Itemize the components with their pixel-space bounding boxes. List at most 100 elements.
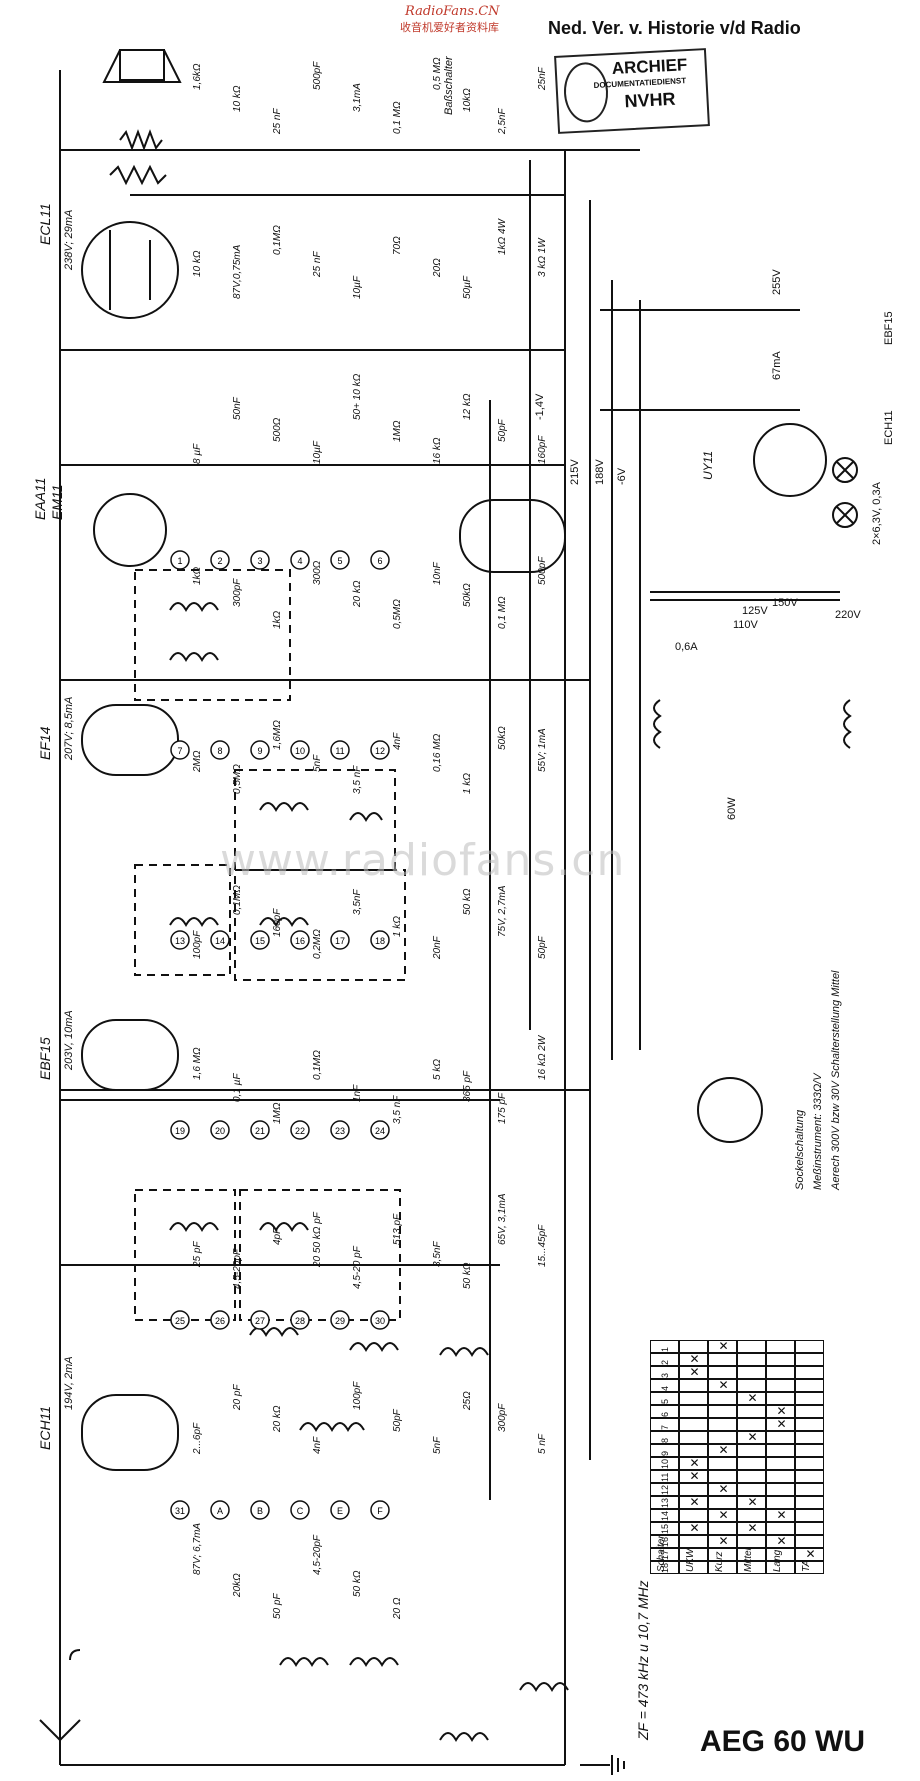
switch-table-cell <box>766 1496 795 1509</box>
tube-label-ecl11: ECL11 <box>37 203 53 245</box>
switch-table-mark: ✕ <box>747 1521 758 1535</box>
switch-table-mark: ✕ <box>718 1443 729 1457</box>
svg-text:30: 30 <box>375 1316 385 1326</box>
component-label: 20 50 kΩ pF <box>312 1211 323 1268</box>
switch-table-cell <box>795 1561 824 1574</box>
circled-ref: 5 <box>330 550 350 570</box>
switch-table-cell: 17 <box>650 1548 679 1561</box>
circled-ref: 4 <box>290 550 310 570</box>
component-label: 20 kΩ <box>352 580 363 608</box>
switch-table-cell <box>737 1457 766 1470</box>
svg-text:23: 23 <box>335 1126 345 1136</box>
circled-ref: E <box>330 1500 350 1520</box>
switch-table-col-label: 12 <box>660 1484 670 1495</box>
component-label: 50pF <box>537 935 548 959</box>
switch-table-cell <box>795 1522 824 1535</box>
switch-table-col-label: 4 <box>660 1385 670 1391</box>
component-label: 513 pF <box>392 1213 403 1245</box>
component-label: 0,5MΩ <box>232 764 243 794</box>
component-label: 5nF <box>312 754 323 772</box>
component-label: 10µF <box>352 275 363 299</box>
switch-table-cell <box>795 1418 824 1431</box>
component-label: 1MΩ <box>272 1102 283 1124</box>
circled-ref: 25 <box>170 1310 190 1330</box>
switch-table-mark: ✕ <box>718 1508 729 1522</box>
component-label: 25Ω <box>462 1391 473 1411</box>
component-label: 1nF <box>352 1084 363 1102</box>
switch-table-cell <box>795 1392 824 1405</box>
component-label: 55V; 1mA <box>537 728 548 772</box>
svg-text:24: 24 <box>375 1126 385 1136</box>
svg-text:29: 29 <box>335 1316 345 1326</box>
switch-table-col-label: 2 <box>660 1359 670 1365</box>
fuse-rating: 0,6A <box>675 641 698 653</box>
switch-table-cell <box>766 1548 795 1561</box>
switch-table-cell <box>737 1561 766 1574</box>
switch-table-cell: ✕ <box>737 1495 766 1509</box>
svg-text:8: 8 <box>217 746 222 756</box>
svg-text:14: 14 <box>215 936 225 946</box>
component-label: 20 Ω <box>392 1597 403 1620</box>
switch-table-col-label: 7 <box>660 1424 670 1430</box>
component-label: 0,1 MΩ <box>392 101 403 134</box>
switch-table-cell: 3 <box>650 1366 679 1379</box>
component-label: 500pF <box>537 556 548 585</box>
stamp-org: NVHR <box>624 88 677 112</box>
component-label: 10nF <box>432 561 443 585</box>
range-note: Aerech 300V bzw 30V Schalterstellung Mit… <box>830 970 842 1190</box>
component-label: 50nF <box>232 396 243 420</box>
switch-table-cell <box>766 1522 795 1535</box>
switch-table-cell <box>708 1418 737 1431</box>
component-label: 5 nF <box>537 1433 548 1454</box>
switch-table-cell: ✕ <box>679 1469 708 1483</box>
switch-table-mark: ✕ <box>689 1521 700 1535</box>
component-label: 75V, 2,7mA <box>497 885 508 937</box>
switch-table-mark: ✕ <box>776 1417 787 1431</box>
component-label: 3,5nF <box>432 1241 443 1267</box>
component-label: 87V,0,75mA <box>232 244 243 299</box>
switch-table-mark: ✕ <box>747 1430 758 1444</box>
if-note: ZF = 473 kHz u 10,7 MHz <box>635 1580 651 1741</box>
svg-text:22: 22 <box>295 1126 305 1136</box>
switch-table-cell: 4 <box>650 1379 679 1392</box>
switch-table-cell <box>708 1353 737 1366</box>
switch-table-cell: ✕ <box>708 1482 737 1496</box>
component-label: 10 kΩ <box>192 250 203 277</box>
switch-table-cell: ✕ <box>708 1339 737 1353</box>
switch-table-cell: 16 <box>650 1535 679 1548</box>
switch-table-cell: ✕ <box>708 1443 737 1457</box>
component-label: 160pF <box>272 908 283 937</box>
svg-text:10: 10 <box>295 746 305 756</box>
switch-table-cell <box>708 1405 737 1418</box>
component-label: 5nF <box>432 1436 443 1454</box>
svg-text:C: C <box>297 1506 304 1516</box>
rail-188v: 188V <box>594 459 606 485</box>
switch-table-mark: ✕ <box>747 1391 758 1405</box>
component-label: 0,1MΩ <box>312 1050 323 1080</box>
svg-text:21: 21 <box>255 1126 265 1136</box>
switch-table-cell: 12 <box>650 1483 679 1496</box>
switch-table-cell: ✕ <box>708 1378 737 1392</box>
switch-table-cell: ✕ <box>679 1352 708 1366</box>
component-label: 4,5-20pF <box>312 1534 323 1575</box>
switch-table-cell: 15 <box>650 1522 679 1535</box>
component-label: 100pF <box>192 930 203 959</box>
component-label: 0,16 MΩ <box>432 733 443 772</box>
component-label: 16 kΩ <box>432 437 443 464</box>
switch-table-cell <box>766 1392 795 1405</box>
switch-table-col-label: 1 <box>660 1346 670 1352</box>
switch-table-mark: ✕ <box>776 1404 787 1418</box>
component-label: 0,1 µF <box>232 1073 243 1102</box>
svg-text:B: B <box>257 1506 263 1516</box>
pilot-rating: 2×6,3V, 0,3A <box>871 481 883 545</box>
tube-label-em11: EM11 <box>49 484 65 520</box>
socket-title: Sockelschaltung <box>794 1109 806 1190</box>
switch-table-cell <box>795 1379 824 1392</box>
component-label: 0,5MΩ <box>392 599 403 629</box>
switch-table-mark: ✕ <box>776 1508 787 1522</box>
component-label: 25 pF <box>192 1241 203 1268</box>
component-label: 50 kΩ <box>352 1570 363 1597</box>
svg-text:F: F <box>377 1506 383 1516</box>
switch-table-mark: ✕ <box>689 1365 700 1379</box>
